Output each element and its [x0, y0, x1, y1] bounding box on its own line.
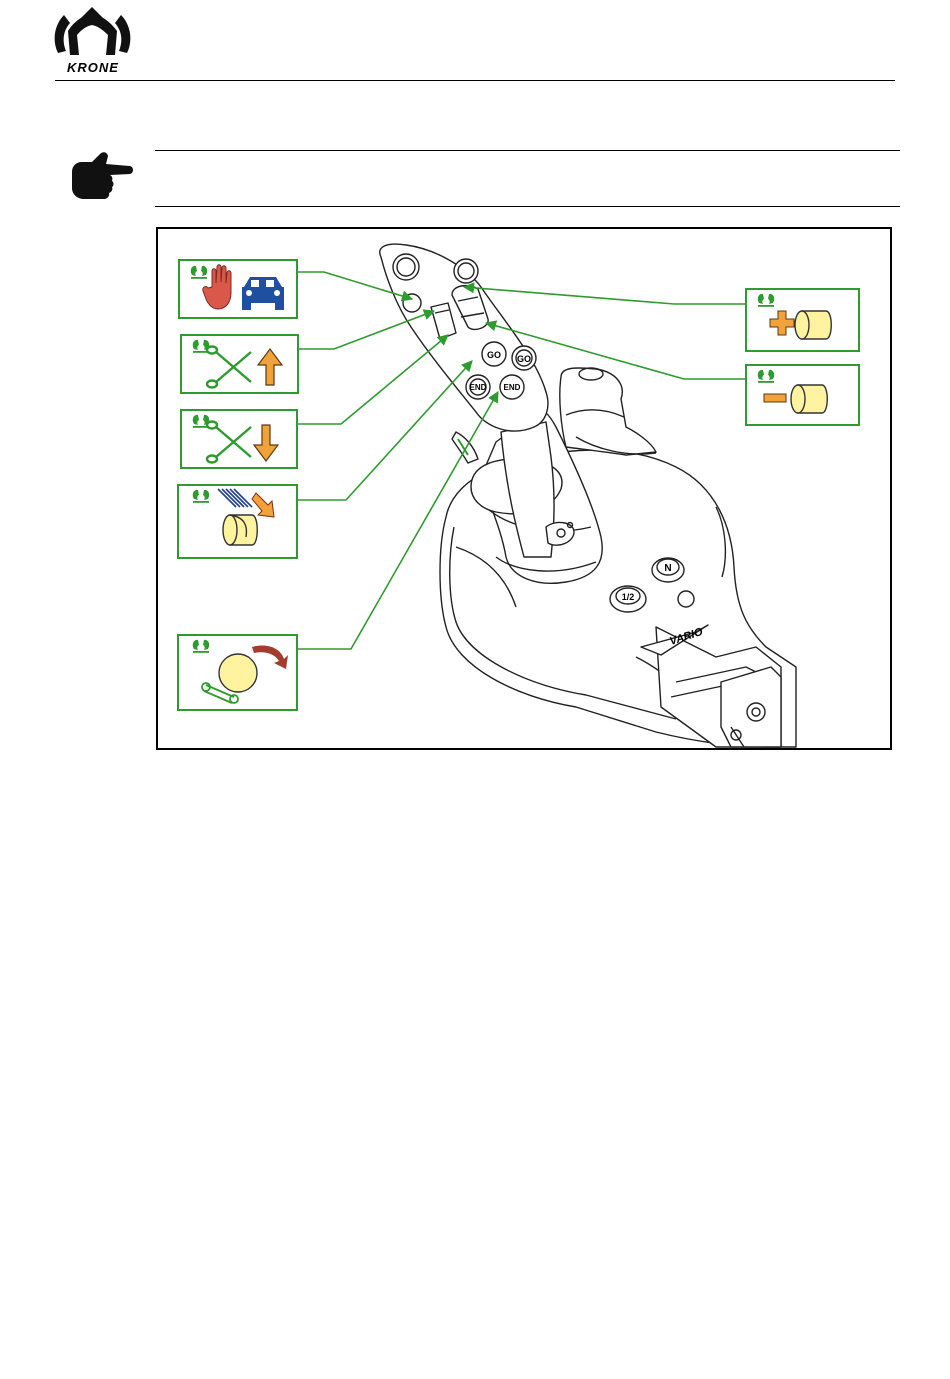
bale-icon — [223, 515, 257, 545]
joystick-figure: GO GO END END N 1/2 VARIO — [156, 227, 892, 750]
note-divider-bottom — [155, 206, 900, 207]
minus-icon — [764, 394, 786, 402]
bale-icon — [791, 385, 827, 413]
brand-name: KRONE — [55, 60, 131, 76]
button-end-2-label: END — [504, 383, 521, 392]
icon-box-bale-density-decrease — [746, 365, 859, 425]
icon-box-bale-net-wrap — [178, 485, 297, 558]
pointing-hand-icon — [70, 150, 134, 202]
icon-box-knives-lower — [181, 410, 297, 468]
round-bale-icon — [219, 654, 257, 692]
icon-box-bale-density-increase — [746, 289, 859, 351]
button-end-1-label: END — [470, 383, 487, 392]
button-go-2-label: GO — [517, 354, 531, 364]
gear-n-label: N — [664, 563, 671, 574]
note-divider-top — [155, 150, 900, 151]
header-divider — [55, 80, 895, 81]
gear-12-label: 1/2 — [622, 592, 635, 602]
icon-box-manual-drive-mode — [179, 260, 297, 318]
bale-icon — [795, 311, 831, 339]
icon-box-bale-eject — [178, 635, 297, 710]
button-go-1-label: GO — [487, 350, 501, 360]
icon-box-knives-raise — [181, 335, 298, 393]
